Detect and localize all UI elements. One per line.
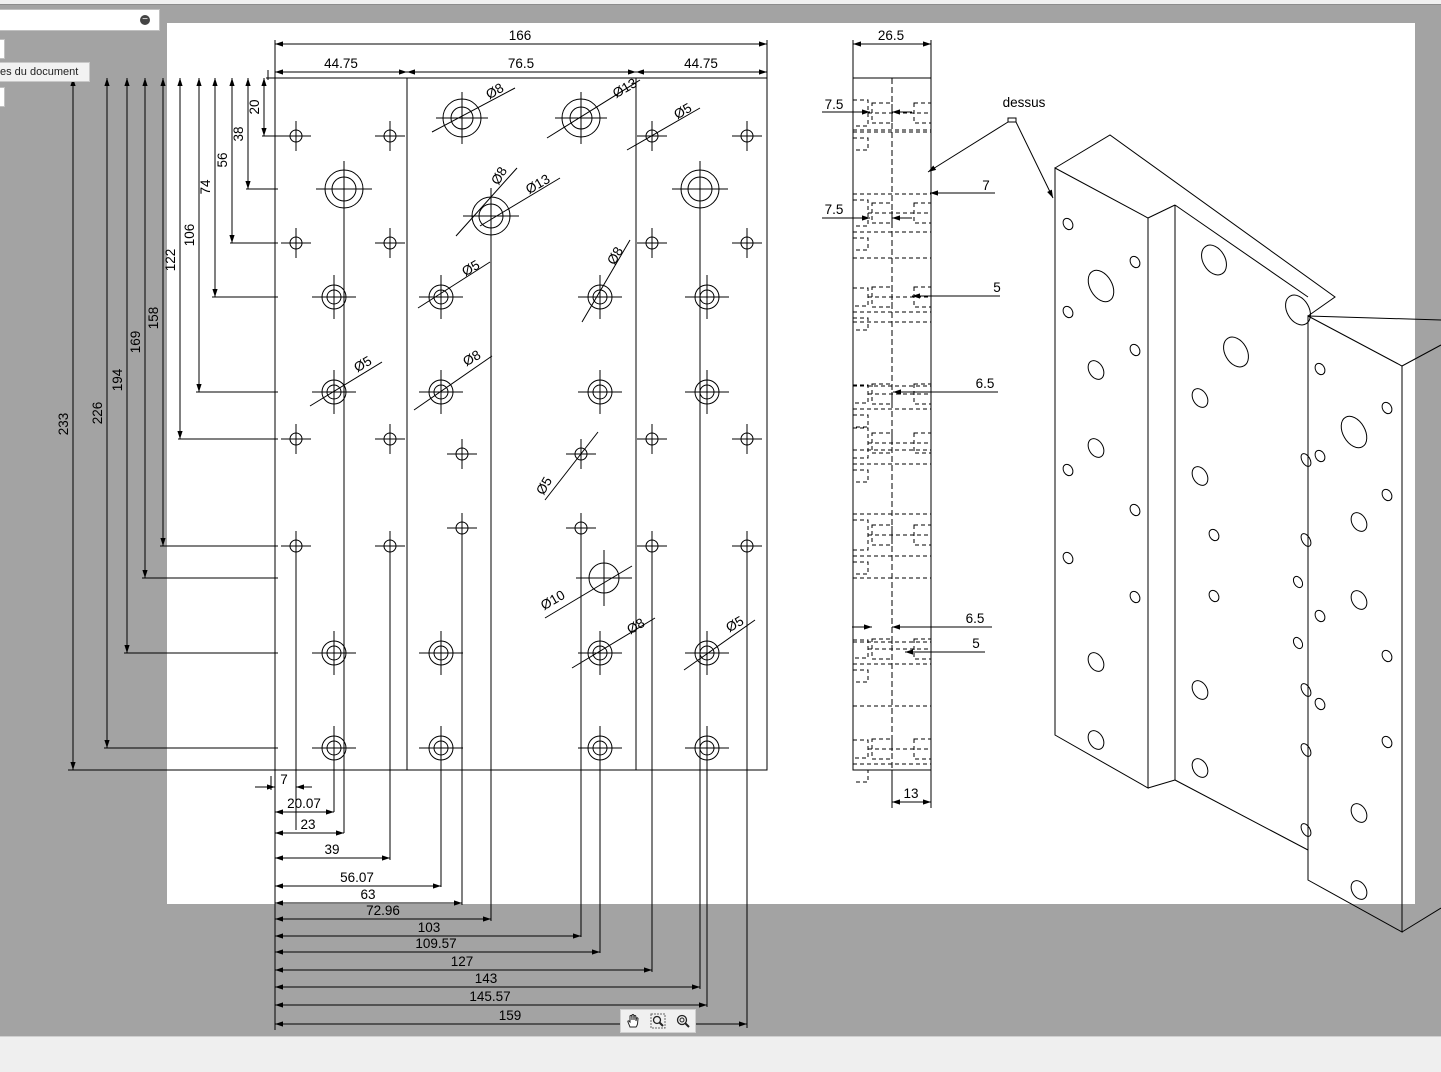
- hole-callout-8: Ø8: [460, 347, 483, 369]
- clear-icon[interactable]: −: [140, 15, 150, 25]
- dim-bottom-8: 109.57: [415, 936, 456, 951]
- dim-bottom-4: 56.07: [340, 870, 374, 885]
- hole-callout-12: Ø5: [723, 613, 746, 635]
- dim-side-6: 5: [972, 636, 980, 651]
- dim-bottom-1: 20.07: [287, 796, 321, 811]
- dim-left-10: 233: [56, 413, 71, 436]
- dim-bottom-2: 23: [300, 817, 315, 832]
- hole-callout-5: Ø5: [459, 257, 482, 279]
- dim-total-width: 166: [509, 28, 532, 43]
- dim-side-5: 6.5: [966, 611, 985, 626]
- zoom-icon[interactable]: [648, 1011, 668, 1031]
- dim-side-0: 7.5: [825, 97, 844, 112]
- dim-side-1: 7.5: [825, 202, 844, 217]
- dim-top-center: 76.5: [508, 56, 534, 71]
- document-properties-tab[interactable]: es du document: [0, 62, 91, 82]
- top-rule: [0, 4, 1441, 5]
- dim-left-7: 169: [128, 331, 143, 354]
- dim-top-left: 44.75: [324, 56, 358, 71]
- dim-left-5: 122: [163, 249, 178, 272]
- dim-side-3: 5: [993, 280, 1001, 295]
- dim-side-4: 6.5: [976, 376, 995, 391]
- dim-left-9: 226: [90, 402, 105, 425]
- dim-bottom-12: 159: [499, 1008, 522, 1023]
- dim-left-6: 158: [146, 307, 161, 330]
- status-bar: [0, 1036, 1441, 1072]
- dim-left-8: 194: [110, 368, 125, 391]
- dim-bottom-6: 72.96: [366, 903, 400, 918]
- hole-callout-3: Ø8: [488, 164, 510, 187]
- top-strip: [0, 0, 1441, 4]
- dim-side-width: 26.5: [878, 28, 904, 43]
- hole-callout-11: Ø8: [624, 615, 647, 637]
- zoom-fit-icon[interactable]: [673, 1011, 693, 1031]
- dim-bottom-9: 127: [451, 954, 474, 969]
- hole-callout-0: Ø8: [483, 80, 506, 102]
- dim-left-2: 56: [215, 152, 230, 167]
- dim-bottom-3: 39: [324, 842, 339, 857]
- hole-callout-10: Ø10: [538, 587, 568, 613]
- iso-label-dessus: dessus: [1003, 95, 1046, 110]
- view-navigation-toolbar: [620, 1009, 696, 1033]
- hole-callout-6: Ø8: [604, 244, 626, 267]
- panel-control[interactable]: [0, 87, 5, 107]
- dim-side-2: 7: [982, 178, 990, 193]
- dim-left-1: 38: [231, 126, 246, 141]
- dim-bottom-11: 145.57: [469, 989, 510, 1004]
- hand-pan-icon[interactable]: [623, 1011, 643, 1031]
- dim-left-3: 74: [198, 179, 213, 195]
- dim-side-bottom: 13: [903, 786, 918, 801]
- dim-bottom-0: 7: [280, 772, 288, 787]
- hole-callout-9: Ø5: [533, 474, 555, 497]
- dim-left-0: 20: [247, 99, 262, 114]
- dim-bottom-7: 103: [418, 920, 441, 935]
- drawing-sheet: [167, 23, 1415, 904]
- dim-bottom-5: 63: [360, 887, 375, 902]
- dim-left-4: 106: [182, 224, 197, 247]
- dim-top-right: 44.75: [684, 56, 718, 71]
- hole-callout-4: Ø13: [523, 171, 553, 197]
- dim-bottom-10: 143: [475, 971, 498, 986]
- search-input[interactable]: −: [0, 9, 160, 31]
- hole-callout-1: Ø13: [610, 75, 640, 101]
- panel-control[interactable]: [0, 39, 5, 59]
- hole-callout-2: Ø5: [671, 100, 694, 122]
- hole-callout-7: Ø5: [351, 353, 374, 375]
